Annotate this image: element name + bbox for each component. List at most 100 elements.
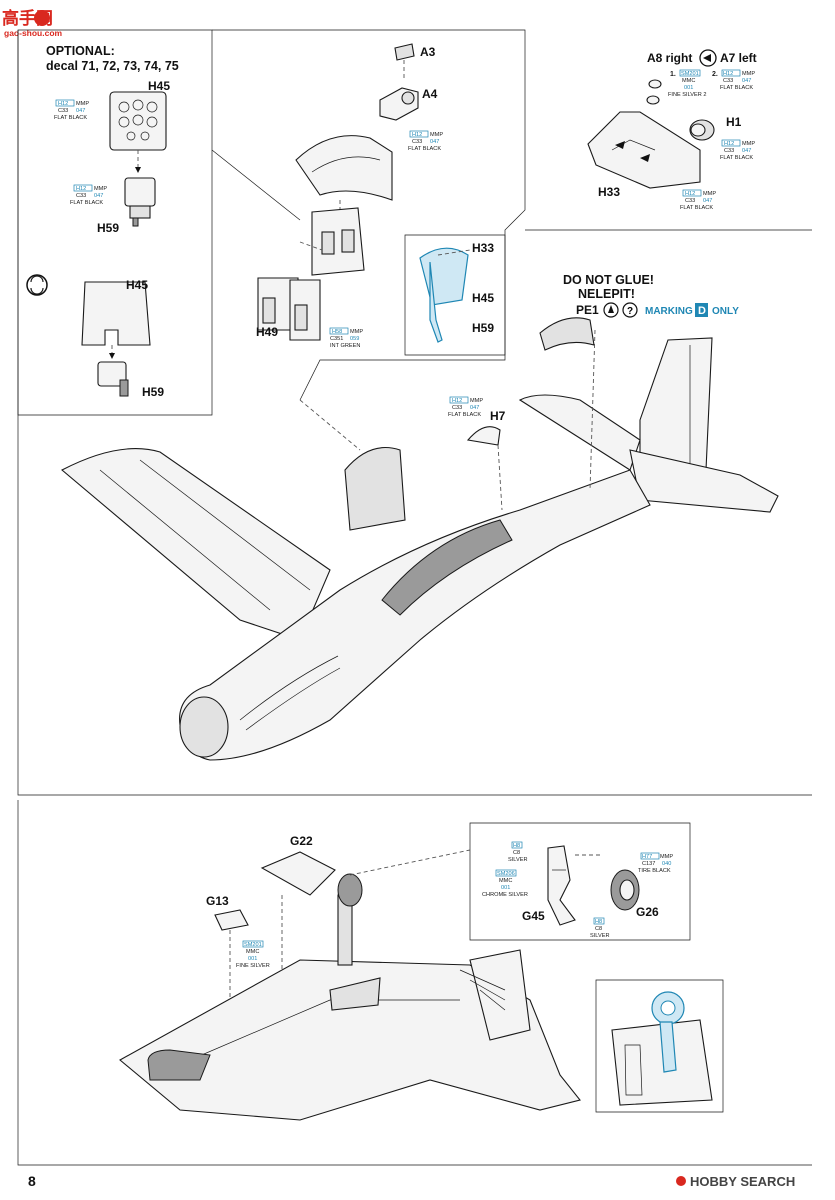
seat-back-shell (295, 135, 393, 215)
svg-text:MMP: MMP (430, 132, 443, 138)
svg-text:H12: H12 (58, 101, 68, 107)
svg-text:H12: H12 (76, 186, 86, 192)
svg-text:FLAT BLACK: FLAT BLACK (54, 115, 87, 121)
paint-code-flat-black-h7: H12 MMP C33 047 FLAT BLACK (448, 396, 483, 418)
bottom-detail-frame (595, 979, 724, 1113)
svg-text:047: 047 (430, 139, 439, 145)
svg-text:SM206: SM206 (497, 871, 515, 877)
optional-title: OPTIONAL: (46, 44, 115, 58)
svg-text:SM201: SM201 (244, 942, 262, 948)
optional-decals: decal 71, 72, 73, 74, 75 (46, 59, 179, 73)
svg-text:H8: H8 (595, 919, 602, 925)
svg-text:C33: C33 (412, 139, 422, 145)
svg-text:MMP: MMP (742, 71, 755, 77)
svg-text:FINE SILVER 2: FINE SILVER 2 (668, 92, 706, 98)
svg-text:INT GREEN: INT GREEN (330, 343, 360, 349)
label-h7: H7 (490, 409, 506, 423)
aircraft-underside-view (119, 849, 581, 1121)
optional-panel (17, 29, 213, 416)
svg-text:C33: C33 (452, 405, 462, 411)
svg-text:047: 047 (742, 78, 751, 84)
label-h59-detail: H59 (472, 321, 494, 335)
part-a3 (394, 43, 415, 61)
svg-text:C33: C33 (685, 198, 695, 204)
svg-text:H12: H12 (685, 191, 695, 197)
svg-text:SM201: SM201 (681, 71, 699, 77)
watermark-logo: 高手网 gao-shou.com (2, 8, 63, 38)
do-not-glue-note: DO NOT GLUE! (563, 273, 654, 287)
watermark-brand: 高手网 (2, 8, 53, 29)
paint-code-flat-black-1: H12 MMP C33 047 FLAT BLACK (54, 99, 89, 121)
label-g13: G13 (206, 894, 229, 908)
seat-h49 (257, 207, 365, 341)
svg-text:C137: C137 (642, 861, 655, 867)
part-h1 (689, 119, 715, 141)
paint-code-flat-black-h1: H12 MMP C33 047 FLAT BLACK (720, 139, 755, 161)
highlighted-parts (419, 247, 471, 343)
label-h45-detail: H45 (472, 291, 494, 305)
svg-text:040: 040 (662, 861, 671, 867)
label-h45-optional: H45 (148, 79, 170, 93)
nelepit-note: NELEPIT! (578, 287, 635, 301)
label-g45: G45 (522, 909, 545, 923)
svg-text:FLAT BLACK: FLAT BLACK (448, 412, 481, 418)
label-g26: G26 (636, 905, 659, 919)
part-g13 (214, 909, 249, 1010)
svg-text:CHROME SILVER: CHROME SILVER (482, 892, 528, 898)
part-a4 (379, 87, 419, 121)
svg-text:SILVER: SILVER (508, 857, 527, 863)
canopy-pe1 (539, 317, 595, 351)
svg-text:059: 059 (350, 336, 359, 342)
paint-code-flat-black-a7: 2. H12 MMP C33 047 FLAT BLACK (712, 69, 755, 91)
label-a4: A4 (422, 87, 438, 101)
instrument-panel-h45 (109, 91, 167, 151)
svg-text:FLAT BLACK: FLAT BLACK (70, 200, 103, 206)
svg-text:FLAT BLACK: FLAT BLACK (720, 155, 753, 161)
marking-d-only-badge: MARKING D ONLY (645, 303, 739, 317)
svg-text:H77: H77 (642, 854, 652, 860)
svg-text:MMC: MMC (682, 78, 695, 84)
svg-text:MMC: MMC (246, 949, 259, 955)
svg-text:D: D (698, 305, 706, 317)
paint-code-chrome-silver: SM206 MMC 001 CHROME SILVER (482, 869, 528, 898)
paint-code-fine-silver-a8: 1. SM201 MMC 001 FINE SILVER 2 (668, 69, 706, 98)
footer-brand: HOBBY SEARCH (690, 1174, 795, 1189)
aircraft-top-view (61, 329, 779, 761)
svg-text:047: 047 (470, 405, 479, 411)
svg-text:MMP: MMP (76, 101, 89, 107)
paint-code-silver-2: H8 C8 SILVER (590, 917, 609, 939)
svg-text:H12: H12 (723, 71, 733, 77)
svg-text:FINE SILVER: FINE SILVER (236, 963, 270, 969)
svg-text:C8: C8 (595, 926, 602, 932)
svg-text:1.: 1. (670, 71, 676, 78)
paint-code-flat-black-h33: H12 MMP C33 047 FLAT BLACK (680, 189, 716, 211)
label-h59-optional: H59 (97, 221, 119, 235)
label-a8-right: A8 right (647, 51, 692, 65)
svg-text:001: 001 (501, 885, 510, 891)
svg-text:MARKING: MARKING (645, 306, 693, 317)
svg-text:001: 001 (248, 956, 257, 962)
detail-box-h33-h45-h59 (404, 234, 506, 356)
svg-text:001: 001 (684, 85, 693, 91)
label-a7-left: A7 left (720, 51, 757, 65)
svg-text:H12: H12 (724, 141, 734, 147)
label-h33-detail: H33 (472, 241, 494, 255)
lower-frame (17, 800, 812, 1166)
svg-text:MMC: MMC (499, 878, 512, 884)
svg-text:047: 047 (76, 108, 85, 114)
svg-text:047: 047 (742, 148, 751, 154)
label-pe1: PE1 (576, 303, 599, 317)
svg-text:H12: H12 (412, 132, 422, 138)
gunsight-h59 (124, 177, 156, 227)
armor-plate-h45 (81, 281, 151, 346)
svg-text:?: ? (627, 306, 633, 317)
cockpit-subassembly-frame (212, 29, 526, 401)
paint-code-flat-black-2: H12 MMP C33 047 FLAT BLACK (70, 184, 107, 206)
paint-code-flat-black-3: H12 MMP C33 047 FLAT BLACK (408, 130, 443, 152)
svg-text:FLAT BLACK: FLAT BLACK (720, 85, 753, 91)
paint-code-int-green: H58 MMP C351 059 INT GREEN (329, 327, 363, 349)
svg-text:H8: H8 (513, 843, 520, 849)
svg-text:047: 047 (94, 193, 103, 199)
label-g22: G22 (290, 834, 313, 848)
gear-leg-g45 (547, 845, 600, 926)
